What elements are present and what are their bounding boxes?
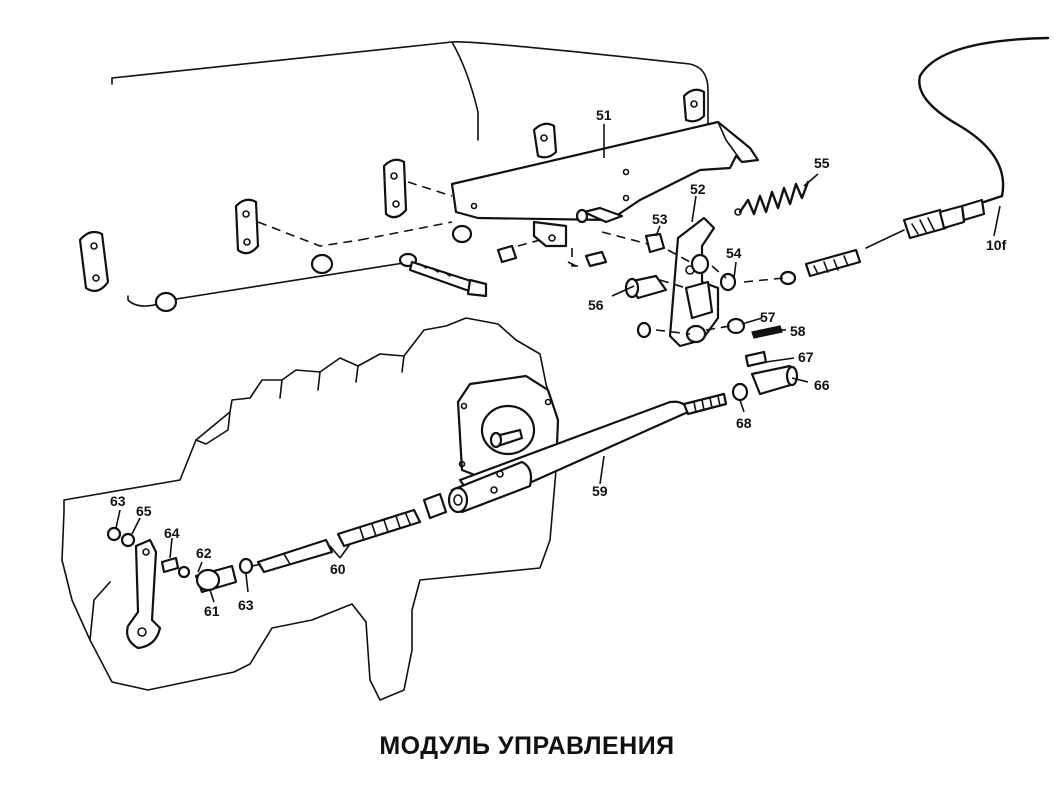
transmission-housing [78, 41, 709, 313]
label-64: 64 [164, 525, 180, 541]
part-51-bracket [450, 120, 760, 248]
label-58: 58 [790, 323, 806, 339]
label-55: 55 [814, 155, 830, 171]
assembly-guide-lines [251, 181, 785, 567]
part-59-rod [422, 392, 728, 520]
diagram-caption: МОДУЛЬ УПРАВЛЕНИЯ [379, 732, 675, 760]
label-53: 53 [652, 211, 668, 227]
label-63a: 63 [110, 493, 126, 509]
label-10f: 10f [986, 237, 1007, 253]
label-61: 61 [204, 603, 220, 619]
label-62: 62 [196, 545, 212, 561]
label-59: 59 [592, 483, 608, 499]
part-60-rods [256, 508, 422, 574]
label-57: 57 [760, 309, 776, 325]
label-63b: 63 [238, 597, 254, 613]
label-56: 56 [588, 297, 604, 313]
label-66: 66 [814, 377, 830, 393]
part-52-lever [668, 216, 720, 348]
label-65: 65 [136, 503, 152, 519]
label-51: 51 [596, 107, 612, 123]
label-67: 67 [798, 349, 814, 365]
part-10f-cable [804, 36, 1050, 278]
label-52: 52 [690, 181, 706, 197]
label-68: 68 [736, 415, 752, 431]
part-labels: 51 52 53 54 55 56 57 58 59 60 61 62 63 6… [110, 107, 1007, 619]
label-54: 54 [726, 245, 742, 261]
linkage-small-parts [106, 526, 254, 650]
leader-lines [115, 124, 1001, 603]
bolt-long [398, 252, 488, 298]
part-55-spring [734, 180, 810, 216]
label-60: 60 [330, 561, 346, 577]
